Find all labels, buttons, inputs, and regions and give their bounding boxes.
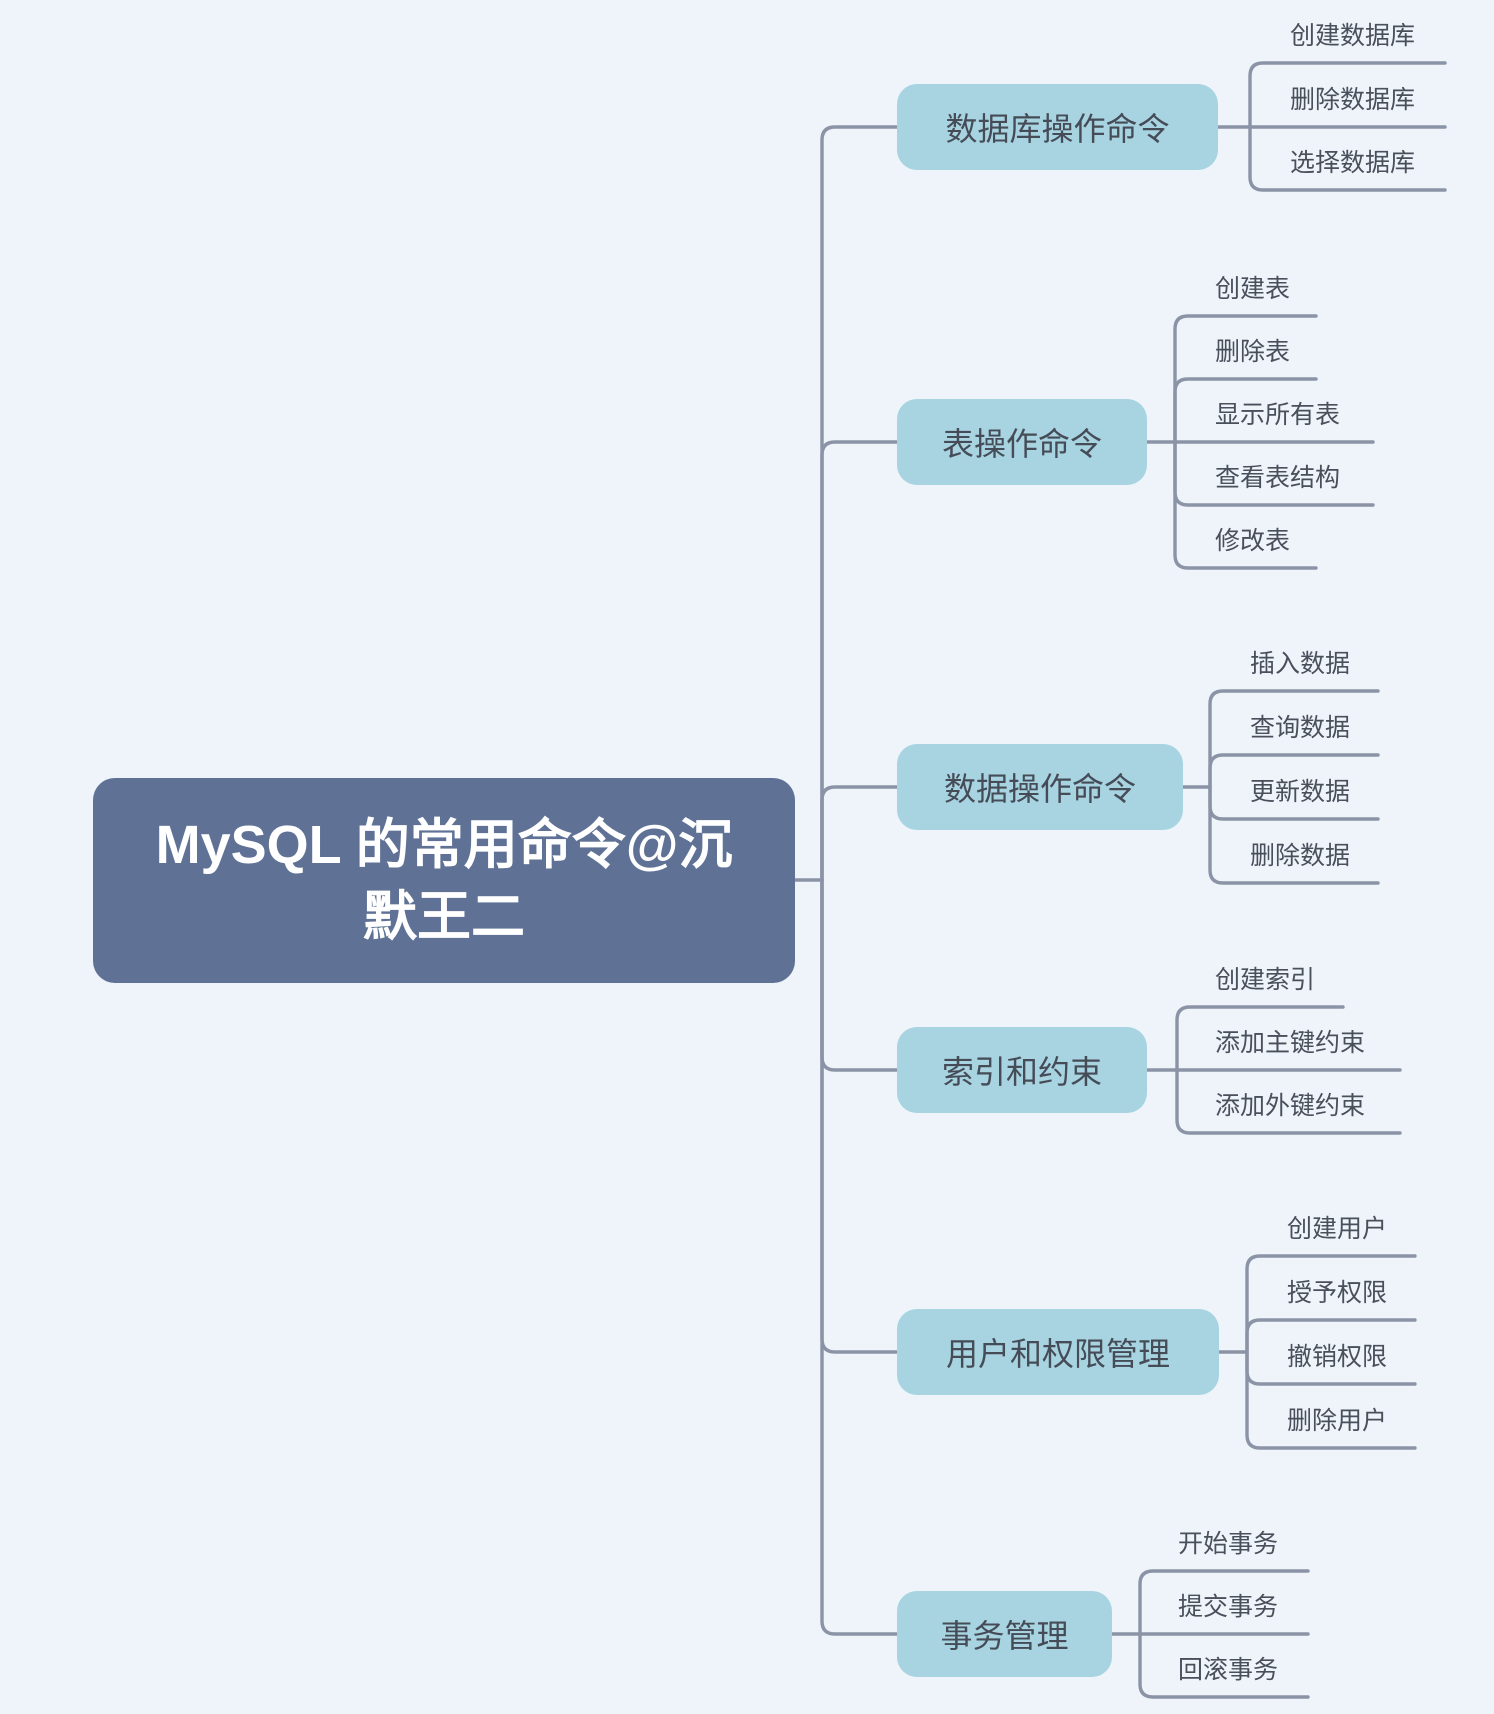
root-node[interactable]: MySQL 的常用命令@沉 默王二 xyxy=(93,778,795,983)
leaf-node-1-1[interactable]: 创建数据库 xyxy=(1290,22,1416,50)
leaf-node-4-1[interactable]: 创建索引 xyxy=(1215,966,1316,994)
leaf-node-6-1[interactable]: 开始事务 xyxy=(1178,1530,1279,1558)
root-title-line-2: 默王二 xyxy=(363,886,525,947)
leaf-node-3-2[interactable]: 查询数据 xyxy=(1250,714,1351,742)
leaf-node-4-3[interactable]: 添加外键约束 xyxy=(1215,1092,1366,1120)
branch-node-2[interactable]: 表操作命令 xyxy=(897,399,1147,485)
root-title-line-1: MySQL 的常用命令@沉 xyxy=(155,814,733,875)
leaf-node-2-1[interactable]: 创建表 xyxy=(1215,275,1291,303)
branch-node-1[interactable]: 数据库操作命令 xyxy=(897,84,1218,170)
leaf-node-2-2[interactable]: 删除表 xyxy=(1215,338,1291,366)
leaf-node-2-5[interactable]: 修改表 xyxy=(1215,527,1291,555)
leaf-node-5-4[interactable]: 删除用户 xyxy=(1287,1407,1388,1435)
leaf-node-5-3[interactable]: 撤销权限 xyxy=(1287,1343,1388,1371)
leaf-node-5-1[interactable]: 创建用户 xyxy=(1287,1215,1388,1243)
leaf-node-4-2[interactable]: 添加主键约束 xyxy=(1215,1029,1366,1057)
branch-node-5[interactable]: 用户和权限管理 xyxy=(897,1309,1219,1395)
leaf-node-6-3[interactable]: 回滚事务 xyxy=(1178,1656,1279,1684)
leaf-node-5-2[interactable]: 授予权限 xyxy=(1287,1279,1388,1307)
leaf-node-1-2[interactable]: 删除数据库 xyxy=(1290,86,1416,114)
leaf-node-3-3[interactable]: 更新数据 xyxy=(1250,778,1351,806)
leaf-node-2-4[interactable]: 查看表结构 xyxy=(1215,464,1341,492)
leaf-node-3-1[interactable]: 插入数据 xyxy=(1250,650,1351,678)
leaf-node-6-2[interactable]: 提交事务 xyxy=(1178,1593,1279,1621)
branch-node-6[interactable]: 事务管理 xyxy=(897,1591,1112,1677)
leaf-node-1-3[interactable]: 选择数据库 xyxy=(1290,149,1416,177)
leaf-node-2-3[interactable]: 显示所有表 xyxy=(1215,401,1341,429)
branch-node-3[interactable]: 数据操作命令 xyxy=(897,744,1183,830)
leaf-node-3-4[interactable]: 删除数据 xyxy=(1250,842,1351,870)
branch-node-4[interactable]: 索引和约束 xyxy=(897,1027,1147,1113)
